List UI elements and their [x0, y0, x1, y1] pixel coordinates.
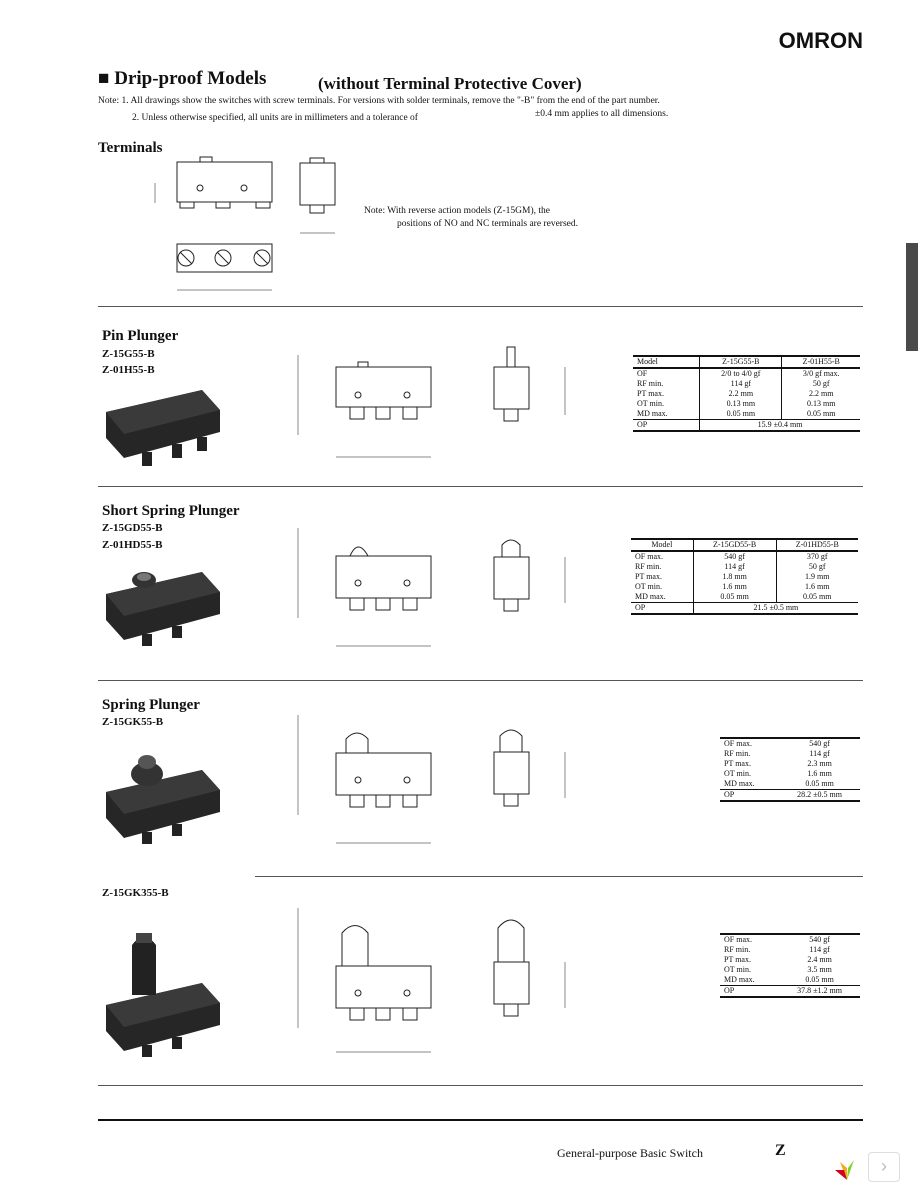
terminals-note-line1: Note: With reverse action models (Z-15GM…	[364, 206, 550, 216]
note-1: Note: 1. All drawings show the switches …	[98, 96, 660, 106]
terminals-heading: Terminals	[98, 140, 163, 156]
note-2b: ±0.4 mm applies to all dimensions.	[535, 109, 669, 119]
spec-table-spring-plunger-long: OF max.540 gf RF min.114 gf PT max.2.4 m…	[720, 933, 860, 998]
model-label: Z-01H55-B	[102, 364, 155, 376]
switch-photo	[106, 755, 220, 844]
switch-photo	[106, 933, 220, 1057]
model-label: Z-01HD55-B	[102, 539, 163, 551]
terminals-side-drawing	[299, 157, 336, 234]
spring-plunger-side-drawing	[493, 729, 566, 807]
terminals-drawing	[154, 156, 273, 291]
spring-plunger-long-side-drawing	[493, 919, 566, 1017]
divider-2	[98, 486, 863, 487]
side-tab	[906, 243, 918, 351]
pin-plunger-side-drawing	[493, 346, 566, 422]
footer-title: General-purpose Basic Switch	[557, 1146, 703, 1160]
spring-plunger-long-front-drawing	[297, 908, 432, 1053]
page-subtitle: (without Terminal Protective Cover)	[318, 74, 582, 93]
divider-4	[255, 876, 863, 877]
switch-photo	[106, 390, 220, 466]
short-spring-side-drawing	[493, 539, 566, 612]
viewer-logo-icon	[835, 1160, 854, 1180]
next-page-button[interactable]: ›	[868, 1152, 900, 1182]
section-heading-spring-plunger: Spring Plunger	[102, 697, 200, 713]
model-label: Z-15GK355-B	[102, 887, 169, 899]
switch-photo	[106, 572, 220, 646]
section-heading-pin-plunger: Pin Plunger	[102, 328, 179, 344]
pin-plunger-front-drawing	[297, 355, 432, 458]
note-2a: 2. Unless otherwise specified, all units…	[132, 113, 418, 123]
page-title: ■ Drip-proof Models	[98, 68, 267, 89]
model-label: Z-15GD55-B	[102, 522, 163, 534]
short-spring-front-drawing	[297, 528, 432, 647]
footer-rule	[98, 1119, 863, 1121]
divider-3	[98, 680, 863, 681]
divider-1	[98, 306, 863, 307]
spec-table-spring-plunger: OF max.540 gf RF min.114 gf PT max.2.3 m…	[720, 737, 860, 802]
terminals-note-line2: positions of NO and NC terminals are rev…	[397, 219, 578, 229]
divider-5	[98, 1085, 863, 1086]
model-label: Z-15G55-B	[102, 348, 155, 360]
spring-plunger-front-drawing	[297, 715, 432, 844]
footer-letter: Z	[775, 1142, 786, 1159]
section-heading-short-spring-plunger: Short Spring Plunger	[102, 503, 240, 519]
omron-logo: OMRON	[778, 28, 863, 53]
model-label: Z-15GK55-B	[102, 716, 164, 728]
